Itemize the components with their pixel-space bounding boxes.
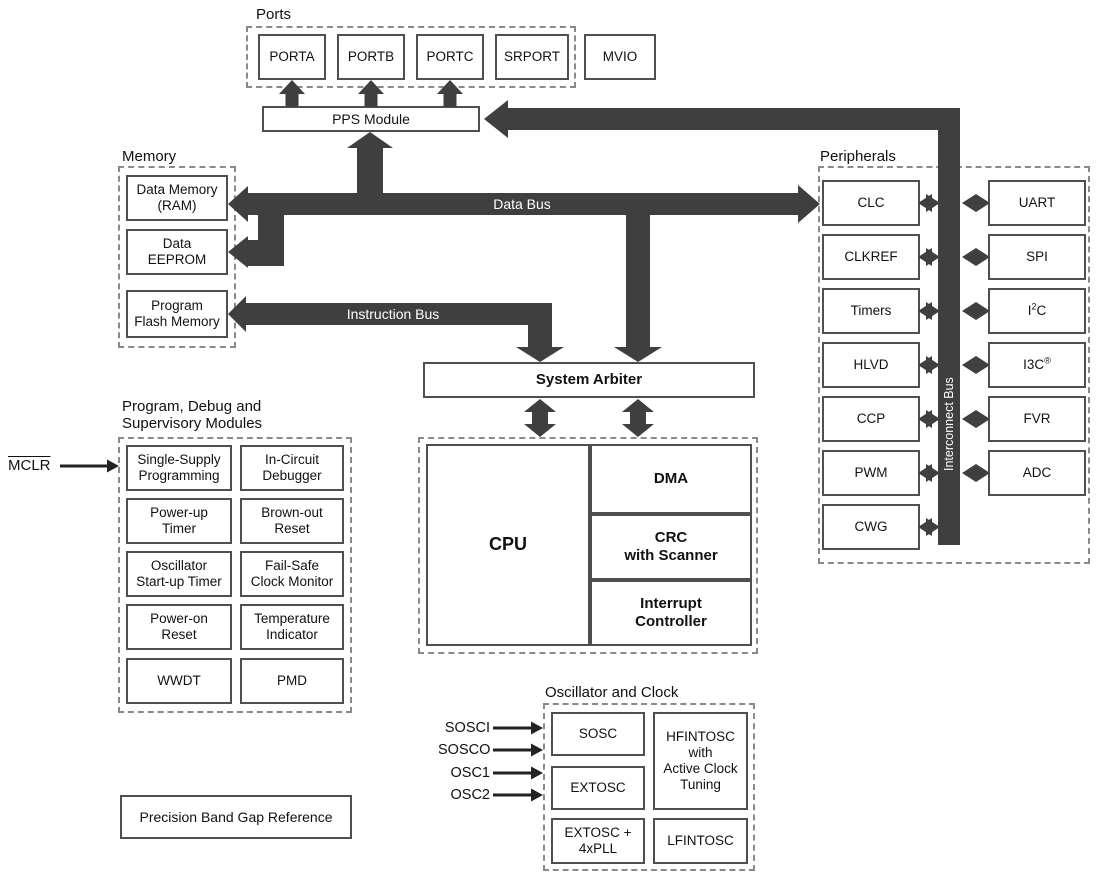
osc-input-label-sosci: SOSCI [444, 720, 490, 736]
block-pps-module: PPS Module [262, 106, 480, 132]
block-portb: PORTB [337, 34, 405, 80]
block-data-eeprom: Data EEPROM [126, 229, 228, 275]
arbiter-cpu-arrow1-down [524, 424, 556, 437]
block-fail-safe-clock-monitor: Fail-Safe Clock Monitor [240, 551, 344, 597]
block-power-on-reset: Power-on Reset [126, 604, 232, 650]
block-porta: PORTA [258, 34, 326, 80]
sosci-arrow-line [493, 726, 531, 730]
osc-input-label-osc2: OSC2 [450, 787, 491, 803]
block-system-arbiter: System Arbiter [423, 362, 755, 398]
block-lfintosc: LFINTOSC [653, 818, 748, 864]
block-interrupt-controller: Interrupt Controller [590, 580, 752, 646]
block-clkref: CLKREF [822, 234, 920, 280]
osc-input-label-sosco: SOSCO [438, 742, 491, 758]
i3c-label: I3C® [1023, 355, 1051, 373]
data-bus-arrowhead-arbiter [614, 347, 662, 362]
interconnect-to-pps-bar [506, 108, 960, 130]
osc2-arrowhead [531, 788, 543, 802]
block-mvio: MVIO [584, 34, 656, 80]
arbiter-cpu-arrow1-bar [532, 411, 548, 425]
arbiter-cpu-arrow2-down [622, 424, 654, 437]
i2c-label: I2C [1027, 301, 1047, 319]
cpu-group-box [418, 437, 758, 654]
block-srport: SRPORT [495, 34, 569, 80]
debug-group-box [118, 437, 352, 713]
oscillator-group-box [543, 703, 755, 871]
block-uart: UART [988, 180, 1086, 226]
data-bus-eeprom-branch-v [258, 214, 284, 266]
block-in-circuit-debugger: In-Circuit Debugger [240, 445, 344, 491]
data-bus-arrowhead-right [798, 185, 820, 223]
interconnect-bus-label: Interconnect Bus [942, 377, 956, 471]
data-bus-eeprom-branch-h [246, 240, 260, 266]
memory-section-label: Memory [122, 148, 177, 165]
block-fvr: FVR [988, 396, 1086, 442]
block-temperature-indicator: Temperature Indicator [240, 604, 344, 650]
block-hlvd: HLVD [822, 342, 920, 388]
block-extosc-4xpll: EXTOSC + 4xPLL [551, 818, 645, 864]
arbiter-cpu-arrow2-bar [630, 411, 646, 425]
osc1-arrow-line [493, 771, 531, 775]
block-single-supply-programming: Single-Supply Programming [126, 445, 232, 491]
block-cpu: CPU [426, 444, 590, 646]
block-clc: CLC [822, 180, 920, 226]
arbiter-cpu-arrow1-up [524, 399, 556, 412]
block-program-flash-memory: Program Flash Memory [126, 290, 228, 338]
osc1-arrowhead [531, 766, 543, 780]
ports-group-box [246, 26, 576, 88]
debug-section-label: Program, Debug and Supervisory Modules [122, 398, 263, 432]
block-osc-startup-timer: Oscillator Start-up Timer [126, 551, 232, 597]
block-brown-out-reset: Brown-out Reset [240, 498, 344, 544]
block-i2c: I2C [988, 288, 1086, 334]
block-spi: SPI [988, 234, 1086, 280]
block-ccp: CCP [822, 396, 920, 442]
block-data-memory-ram: Data Memory (RAM) [126, 175, 228, 221]
interconnect-to-pps-arrowhead [484, 100, 508, 138]
block-timers: Timers [822, 288, 920, 334]
block-wwdt: WWDT [126, 658, 232, 704]
arbiter-cpu-arrow2-up [622, 399, 654, 412]
instruction-bus-label: Instruction Bus [346, 306, 440, 322]
mclr-label: MCLR [8, 457, 51, 474]
oscillator-section-label: Oscillator and Clock [545, 684, 679, 701]
sosci-arrowhead [531, 721, 543, 735]
osc-input-label-osc1: OSC1 [450, 765, 491, 781]
block-i3c: I3C® [988, 342, 1086, 388]
peripherals-section-label: Peripherals [820, 148, 896, 165]
databus-to-pps-arrow [347, 132, 393, 194]
block-hfintosc: HFINTOSC with Active Clock Tuning [653, 712, 748, 810]
block-pwm: PWM [822, 450, 920, 496]
block-dma: DMA [590, 444, 752, 514]
data-bus-label: Data Bus [493, 196, 551, 212]
sosco-arrow-line [493, 748, 531, 752]
block-crc-scanner: CRC with Scanner [590, 514, 752, 580]
osc2-arrow-line [493, 793, 531, 797]
sosco-arrowhead [531, 743, 543, 757]
block-power-up-timer: Power-up Timer [126, 498, 232, 544]
block-precision-band-gap: Precision Band Gap Reference [120, 795, 352, 839]
data-bus-down-bar [626, 215, 650, 348]
mclr-arrow-line [60, 464, 110, 468]
block-pmd: PMD [240, 658, 344, 704]
ports-section-label: Ports [256, 6, 292, 23]
block-extosc: EXTOSC [551, 766, 645, 810]
instruction-bus-down-bar [528, 303, 552, 348]
block-adc: ADC [988, 450, 1086, 496]
block-portc: PORTC [416, 34, 484, 80]
block-sosc: SOSC [551, 712, 645, 756]
block-cwg: CWG [822, 504, 920, 550]
instruction-bus-arrowhead-arbiter [516, 347, 564, 362]
